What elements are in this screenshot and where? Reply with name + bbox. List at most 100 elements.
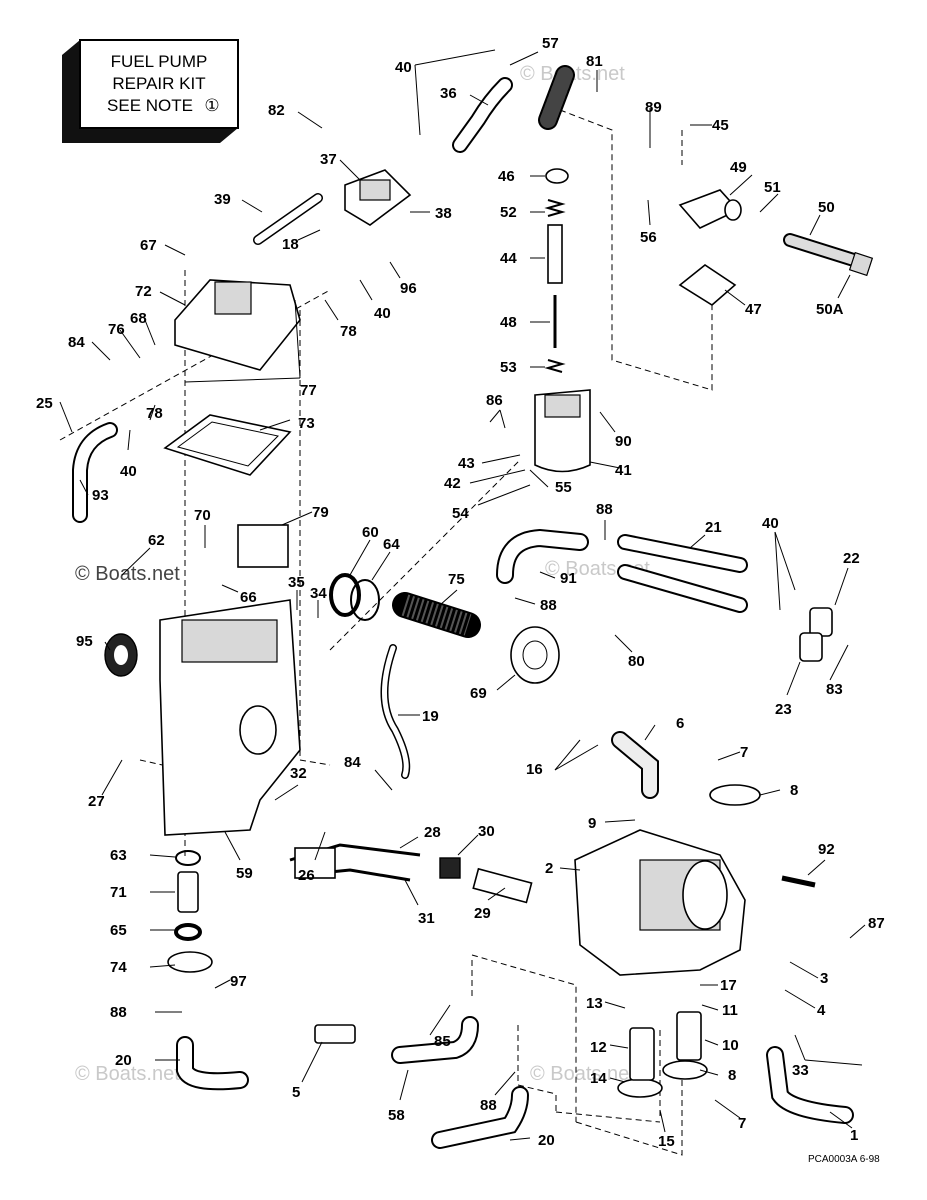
callout-74: 74 xyxy=(110,959,127,976)
callout-40-b: 40 xyxy=(374,305,391,322)
watermark-bottom-right: © Boats.net xyxy=(530,1063,635,1085)
callout-50a: 50A xyxy=(816,301,844,318)
callout-67: 67 xyxy=(140,237,157,254)
watermark-mid-left: © Boats.net xyxy=(75,563,180,585)
sleeve-44 xyxy=(547,224,563,284)
callout-44: 44 xyxy=(500,250,517,267)
callout-71: 71 xyxy=(110,884,127,901)
callout-78: 78 xyxy=(340,323,357,340)
callout-16: 16 xyxy=(526,761,543,778)
callout-58: 58 xyxy=(388,1107,405,1124)
watermark-bottom-left: © Boats.net xyxy=(75,1063,180,1085)
callout-33: 33 xyxy=(792,1062,809,1079)
callout-23: 23 xyxy=(775,701,792,718)
callout-9: 9 xyxy=(588,815,596,832)
kit-line-1: FUEL PUMP xyxy=(111,52,208,71)
callout-5: 5 xyxy=(292,1084,300,1101)
callout-56: 56 xyxy=(640,229,657,246)
callout-73: 73 xyxy=(298,415,315,432)
callout-62: 62 xyxy=(148,532,165,549)
callout-82: 82 xyxy=(268,102,285,119)
callout-13: 13 xyxy=(586,995,603,1012)
callout-91: 91 xyxy=(560,570,577,587)
callout-86: 86 xyxy=(486,392,503,409)
callout-87: 87 xyxy=(868,915,885,932)
callout-84-b: 84 xyxy=(344,754,361,771)
leader-lines xyxy=(59,49,866,1141)
callout-43: 43 xyxy=(458,455,475,472)
callout-27: 27 xyxy=(88,793,105,810)
callout-4: 4 xyxy=(817,1002,826,1019)
callout-10: 10 xyxy=(722,1037,739,1054)
callout-64: 64 xyxy=(383,536,400,553)
callout-93: 93 xyxy=(92,487,109,504)
callout-60: 60 xyxy=(362,524,379,541)
callout-35: 35 xyxy=(288,574,305,591)
callout-22: 22 xyxy=(843,550,860,567)
callout-53: 53 xyxy=(500,359,517,376)
callout-88-d: 88 xyxy=(596,501,613,518)
kit-note-symbol: ① xyxy=(204,96,219,115)
callout-89: 89 xyxy=(645,99,662,116)
callout-54: 54 xyxy=(452,505,469,522)
callout-11: 11 xyxy=(722,1002,738,1019)
callout-88-c: 88 xyxy=(480,1097,497,1114)
callout-90: 90 xyxy=(615,433,632,450)
callout-21: 21 xyxy=(705,519,722,536)
callout-1: 1 xyxy=(850,1127,858,1144)
callout-68: 68 xyxy=(130,310,147,327)
callout-70: 70 xyxy=(194,507,211,524)
callout-28: 28 xyxy=(424,824,441,841)
callout-48: 48 xyxy=(500,314,517,331)
callout-77: 77 xyxy=(300,382,317,399)
callout-3: 3 xyxy=(820,970,828,987)
plate-47 xyxy=(678,264,737,306)
callout-37: 37 xyxy=(320,151,337,168)
callout-7: 7 xyxy=(740,744,748,761)
callout-19: 19 xyxy=(422,708,439,725)
callout-52: 52 xyxy=(500,204,517,221)
callout-88-b: 88 xyxy=(110,1004,127,1021)
callout-85: 85 xyxy=(434,1033,451,1050)
callout-17: 17 xyxy=(720,977,737,994)
callout-6: 6 xyxy=(676,715,684,732)
repair-kit-box: FUEL PUMP REPAIR KIT SEE NOTE ① xyxy=(62,39,239,143)
kit-line-2: REPAIR KIT xyxy=(112,74,205,93)
callout-38: 38 xyxy=(435,205,452,222)
callout-57: 57 xyxy=(542,35,559,52)
part-79 xyxy=(237,524,289,568)
callout-14: 14 xyxy=(590,1070,607,1087)
callout-36: 36 xyxy=(440,85,457,102)
callout-51: 51 xyxy=(764,179,781,196)
callout-66: 66 xyxy=(240,589,257,606)
dashed-assembly-lines xyxy=(59,109,713,1156)
callout-39: 39 xyxy=(214,191,231,208)
callout-95: 95 xyxy=(76,633,93,650)
callout-80: 80 xyxy=(628,653,645,670)
callout-63: 63 xyxy=(110,847,127,864)
callout-42: 42 xyxy=(444,475,461,492)
callout-25: 25 xyxy=(36,395,53,412)
parts xyxy=(72,65,874,1149)
callout-72: 72 xyxy=(135,283,152,300)
callout-40-c: 40 xyxy=(120,463,137,480)
callout-92: 92 xyxy=(818,841,835,858)
callout-2: 2 xyxy=(545,860,553,877)
callout-8-b: 8 xyxy=(728,1067,736,1084)
callout-29: 29 xyxy=(474,905,491,922)
callout-88: 88 xyxy=(540,597,557,614)
callout-30: 30 xyxy=(478,823,495,840)
callout-32: 32 xyxy=(290,765,307,782)
callout-96: 96 xyxy=(400,280,417,297)
callout-79: 79 xyxy=(312,504,329,521)
callout-55: 55 xyxy=(555,479,572,496)
callout-47: 47 xyxy=(745,301,762,318)
gasket-73 xyxy=(163,414,292,476)
callout-40: 40 xyxy=(395,59,412,76)
callout-84: 84 xyxy=(68,334,85,351)
callout-41: 41 xyxy=(615,462,632,479)
callout-45: 45 xyxy=(712,117,729,134)
callout-12: 12 xyxy=(590,1039,607,1056)
callout-49: 49 xyxy=(730,159,747,176)
callout-97: 97 xyxy=(230,973,247,990)
